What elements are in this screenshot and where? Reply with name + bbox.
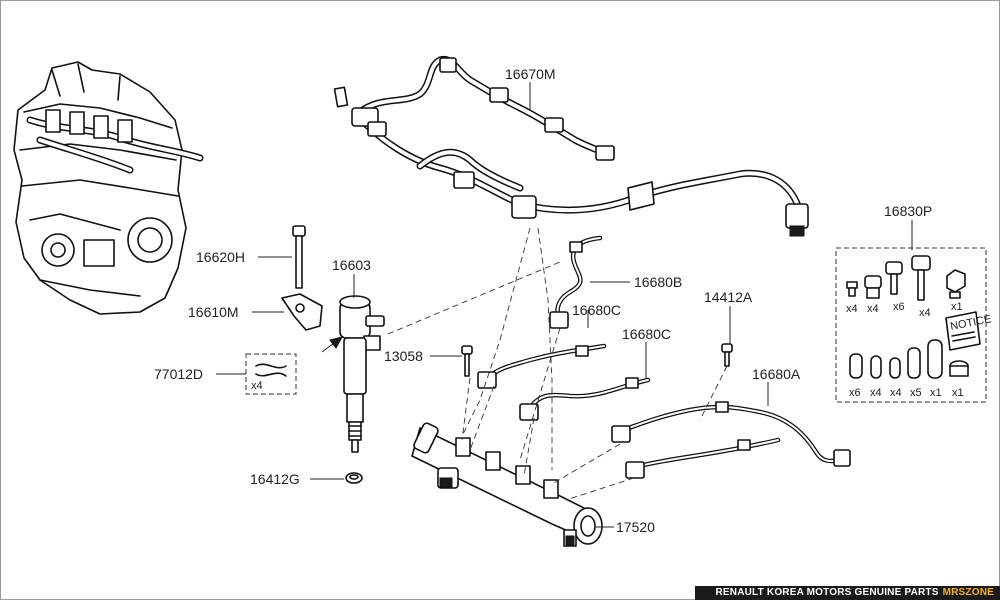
kit-item-2 <box>864 275 882 299</box>
kit-bottom-qty-6: x1 <box>952 387 964 399</box>
label-17520: 17520 <box>616 519 655 535</box>
kit-item-5 <box>946 269 966 299</box>
kit-item-1 <box>846 281 858 297</box>
rail-stud <box>721 343 733 367</box>
label-16603: 16603 <box>332 257 371 273</box>
label-16412G: 16412G <box>250 471 300 487</box>
label-13058: 13058 <box>384 348 423 364</box>
label-16680A: 16680A <box>752 366 801 382</box>
leader-lines <box>216 82 913 528</box>
label-14412A: 14412A <box>704 289 753 305</box>
injector-assembly <box>339 295 385 453</box>
footer-brand: RENAULT KOREA MOTORS GENUINE PARTS <box>715 587 939 598</box>
footer-site[interactable]: MRSZONE <box>942 587 994 598</box>
kit-item-4 <box>911 255 931 301</box>
rail-bolt <box>461 345 473 377</box>
seal-kit-box: NOTICE <box>835 247 992 403</box>
label-16830P: 16830P <box>884 203 932 219</box>
label-16610M: 16610M <box>188 304 239 320</box>
kit-top-qty-2: x4 <box>867 303 879 315</box>
injector-seal-washer <box>345 472 363 484</box>
kit-top-qty-3: x6 <box>893 301 905 313</box>
label-16620H: 16620H <box>196 249 245 265</box>
kit-item-10 <box>927 339 943 379</box>
kit-top-qty-1: x4 <box>846 303 858 315</box>
label-16680B: 16680B <box>634 274 682 290</box>
kit-bottom-qty-1: x6 <box>849 387 861 399</box>
label-77012D: 77012D <box>154 366 203 382</box>
callout-labels: 16670M 16830P 16620H 16603 16680B 16610M… <box>154 66 932 535</box>
kit-bottom-qty-5: x1 <box>930 387 942 399</box>
kit-item-9 <box>907 347 921 379</box>
quantity-labels: x4 x4 x4 x6 x4 x1 x6 x4 x4 x5 x1 x1 <box>251 301 964 399</box>
engine-illustration <box>13 61 204 315</box>
clip-qty: x4 <box>251 380 263 392</box>
return-hose-assembly <box>333 55 809 237</box>
injector-clamp <box>281 293 323 331</box>
kit-item-11 <box>949 360 969 377</box>
kit-item-7 <box>870 355 882 379</box>
injector-pipes <box>477 235 851 479</box>
label-16680C-lower: 16680C <box>622 326 671 342</box>
notice-booklet: NOTICE <box>945 311 992 351</box>
kit-item-6 <box>849 353 863 379</box>
kit-top-qty-4: x4 <box>919 307 931 319</box>
label-16670M: 16670M <box>505 66 556 82</box>
assembly-lines <box>387 227 728 501</box>
fuel-rail-assembly <box>411 422 603 547</box>
kit-bottom-qty-2: x4 <box>870 387 882 399</box>
kit-top-qty-5: x1 <box>951 301 963 313</box>
injector-clamp-bolt <box>292 225 306 289</box>
label-16680C-upper: 16680C <box>572 302 621 318</box>
kit-bottom-qty-3: x4 <box>890 387 902 399</box>
kit-bottom-qty-4: x5 <box>910 387 922 399</box>
kit-item-3 <box>885 261 903 295</box>
injector-arrow <box>321 336 343 353</box>
kit-item-8 <box>889 357 901 379</box>
